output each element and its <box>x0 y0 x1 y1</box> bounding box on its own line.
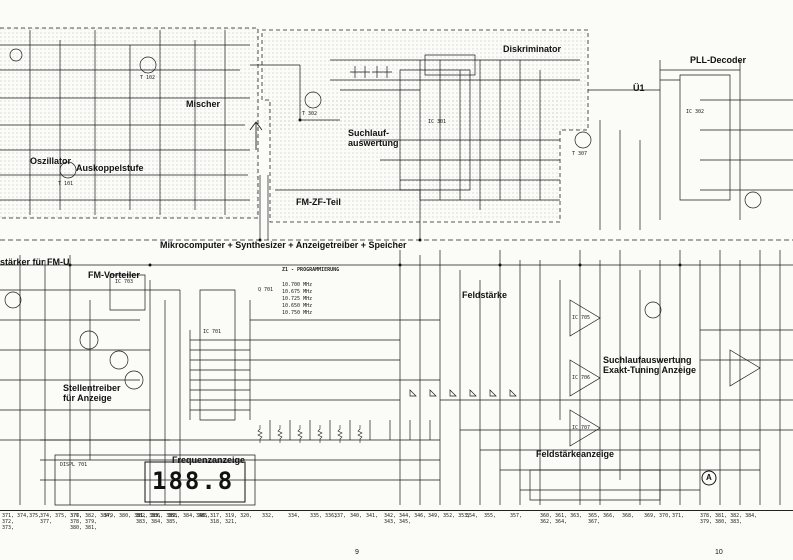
ref-cell: 337, <box>334 513 347 519</box>
part-ic-suchlauf: IC 706 <box>572 375 591 381</box>
prog-table-row: 10.675 MHz <box>282 289 313 295</box>
ref-cell: 354, <box>466 513 479 519</box>
ref-cell: 378, 381, 382, 384, 379, 380, 383, <box>700 513 758 525</box>
block-label-fm-vorteiler: FM-Vorteiler <box>88 270 140 280</box>
part-ic-feld: IC 705 <box>572 315 591 321</box>
block-label-oszillator: Oszillator <box>30 156 72 166</box>
ref-cell: 371, <box>672 513 685 519</box>
ref-cell: 360, 361, 363, 362, 364, <box>540 513 583 525</box>
ref-cell: 377, 382, 384, 378, 379, 380, 381, <box>70 513 113 531</box>
junction-dots <box>68 118 682 267</box>
part-t-zf: T 302 <box>302 111 318 117</box>
block-label-mikrocomputer: Mikrocomputer + Synthesizer + Anzeigetre… <box>160 240 407 250</box>
ref-cell: 349, 352, 353, <box>428 513 471 519</box>
part-display: DISPL 701 <box>60 462 88 468</box>
prog-table-row: 10.700 MHz <box>282 282 313 288</box>
reference-strip: 371, 374,375, 372, 373, 374, 375, 376, 3… <box>0 510 793 560</box>
prog-table-row: 10.750 MHz <box>282 310 313 316</box>
page-number-right: 10 <box>715 549 723 556</box>
ref-cell: 335, 336, <box>310 513 338 519</box>
block-label-auskoppelstufe: Auskoppelstufe <box>76 163 144 173</box>
ref-cell: 342, 344, 346, 343, 345, <box>384 513 427 525</box>
ref-cell: 371, 374,375, 372, 373, <box>2 513 42 531</box>
prog-table-title: Z1 - PROGRAMMIERUNG <box>282 267 340 273</box>
block-label-suchlaufauswertung-exakt: Suchlaufauswertung Exakt-Tuning Anzeige <box>603 355 697 375</box>
top-wiring <box>0 30 793 240</box>
antenna-icon <box>249 121 263 150</box>
part-t-mischer: T 102 <box>140 75 156 81</box>
part-crystal: Q 701 <box>258 287 274 293</box>
prog-table-row: 10.650 MHz <box>282 303 313 309</box>
part-t-osz: T 101 <box>58 181 74 187</box>
block-label-frequenzanzeige: Frequenzanzeige <box>172 455 246 465</box>
block-label-pll-decoder: PLL-Decoder <box>690 55 747 65</box>
part-ic-pll: IC 302 <box>686 109 705 115</box>
block-label-stellentreiber: Stellentreiber für Anzeige <box>63 383 121 403</box>
block-label-ue1: Ü1 <box>633 83 645 93</box>
part-ic-zf: IC 301 <box>428 119 447 125</box>
ref-cell: 332, <box>262 513 275 519</box>
block-label-verstaerker-fm: stärker für FM-U <box>0 257 70 267</box>
marker-a-circle <box>701 470 717 486</box>
ref-cell: 334, <box>288 513 301 519</box>
bottom-wiring <box>0 250 793 505</box>
ref-cell: 340, <box>350 513 363 519</box>
marker-a-label: A <box>706 473 712 482</box>
block-label-diskriminator: Diskriminator <box>503 44 562 54</box>
ref-cell: 369, 370, <box>644 513 672 519</box>
ref-cell: 317, 319, 320, 318, 321, <box>210 513 253 525</box>
part-t-pll: T 307 <box>572 151 588 157</box>
ref-cell: 368, <box>622 513 635 519</box>
block-label-suchlaufauswertung: Suchlauf- auswertung <box>348 128 399 148</box>
block-label-feldstaerke: Feldstärke <box>462 290 508 300</box>
ref-cell: 357, <box>510 513 523 519</box>
frequency-display-outline <box>144 461 246 503</box>
ref-cell: 374, 375, 376, 377, <box>40 513 83 525</box>
resistor-row <box>257 425 363 443</box>
ref-cell: 383, 384, 385, <box>168 513 211 519</box>
ref-cell: 346, <box>196 513 209 519</box>
part-ic-vorteiler: IC 703 <box>115 279 134 285</box>
ref-cell: 365, 366, 367, <box>588 513 616 525</box>
block-label-feldstaerkeanzeige: Feldstärkeanzeige <box>536 449 615 459</box>
ref-cell: 355, <box>484 513 497 519</box>
block-label-fm-zf-teil: FM-ZF-Teil <box>296 197 341 207</box>
display-digits: 188.8 <box>152 467 235 495</box>
page-number-left: 9 <box>355 549 359 556</box>
part-ic-anzeige: IC 707 <box>572 425 591 431</box>
prog-table-row: 10.725 MHz <box>282 296 313 302</box>
ref-cell: 341, <box>366 513 379 519</box>
part-ic-main: IC 701 <box>203 329 222 335</box>
block-label-mischer: Mischer <box>186 99 221 109</box>
ref-cell: 382, 386, 389, 383, 384, 385, <box>136 513 179 525</box>
ref-cell: 379, 380, 381, 383, <box>104 513 162 519</box>
display-board-outline <box>54 454 256 506</box>
